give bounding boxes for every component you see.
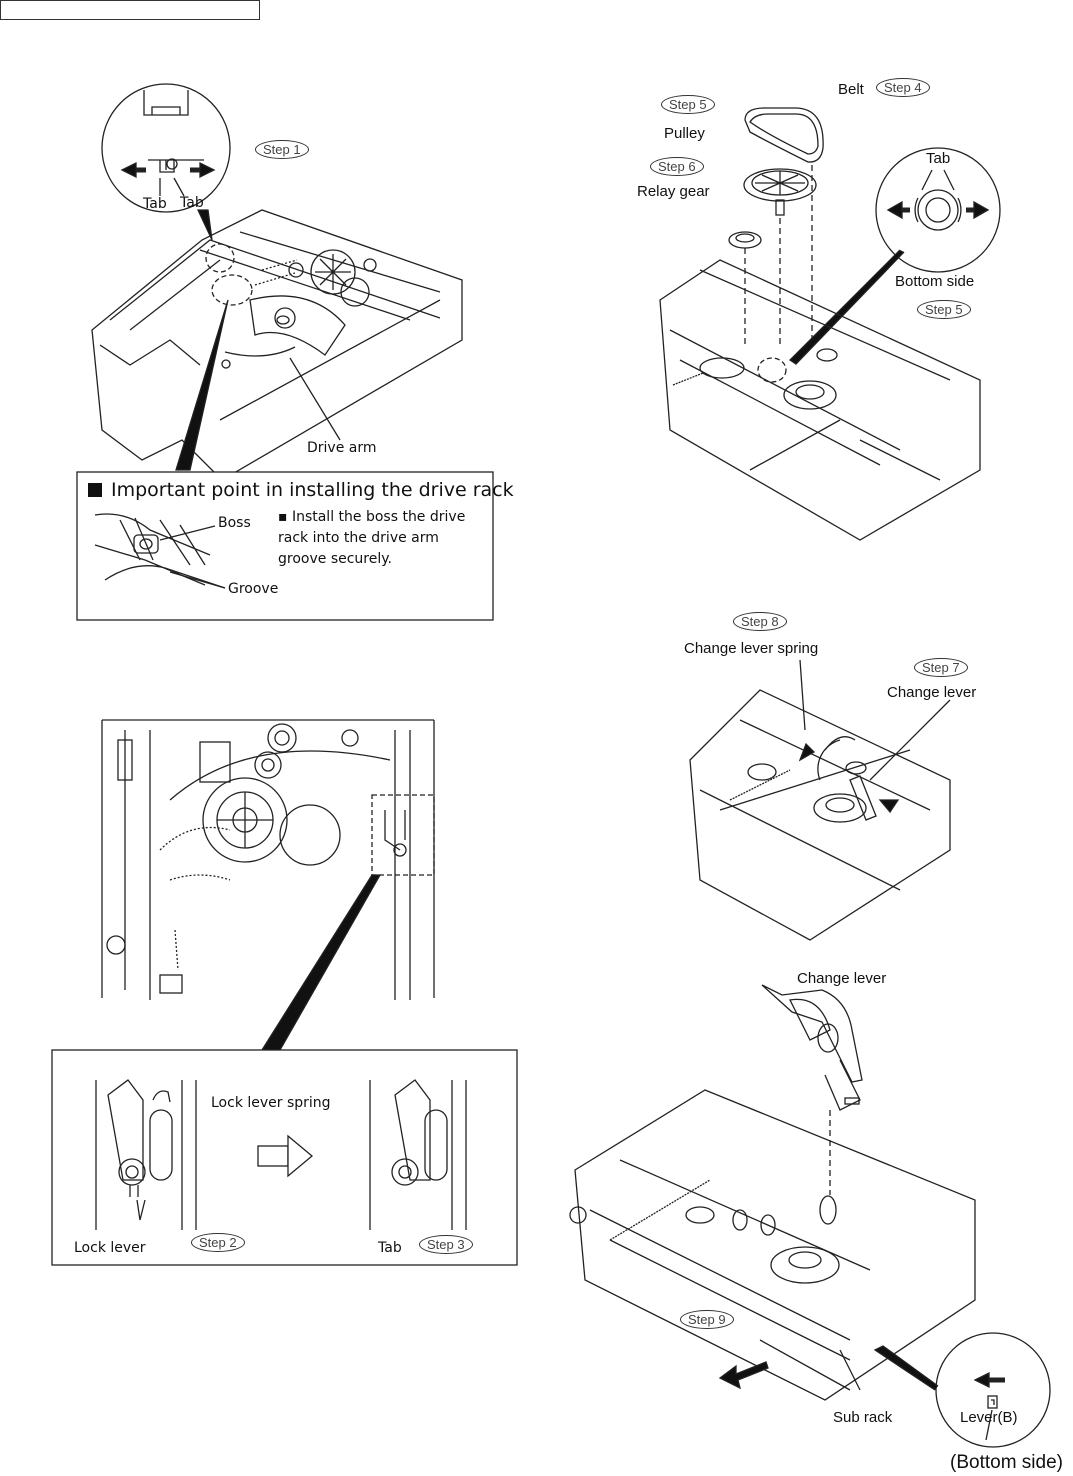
- label-lock-lever-spring: Lock lever spring: [211, 1095, 331, 1111]
- label-drive-arm: Drive arm: [307, 440, 377, 456]
- label-bottom-side-pulley: Bottom side: [895, 273, 975, 290]
- label-tab-lock: Tab: [378, 1240, 402, 1256]
- label-lock-lever: Lock lever: [74, 1240, 146, 1256]
- label-change-lever-2: Change lever: [797, 970, 887, 987]
- step-7-badge: Step 7: [914, 658, 968, 677]
- important-note-text: ▪ Install the boss the drive rack into t…: [278, 509, 466, 567]
- label-tab-right: Tab: [180, 195, 204, 211]
- label-belt: Belt: [838, 81, 864, 98]
- step-1-badge: Step 1: [255, 140, 309, 159]
- label-change-lever-spring: Change lever spring: [684, 640, 819, 657]
- boss-groove-detail: [94, 513, 226, 589]
- step-9-badge: Step 9: [680, 1310, 734, 1329]
- step-4-badge: Step 4: [876, 78, 930, 97]
- important-note-title: Important point in installing the drive …: [88, 479, 514, 501]
- label-groove: Groove: [228, 581, 279, 597]
- label-lever-b: Lever(B): [960, 1409, 1018, 1426]
- figure-belt-pulley: [659, 107, 1001, 541]
- header-box: [0, 0, 260, 20]
- step-5-badge-pulley: Step 5: [661, 95, 715, 114]
- label-tab-left: Tab: [143, 196, 167, 212]
- figure-sub-rack: [569, 984, 1051, 1448]
- step-8-badge: Step 8: [733, 612, 787, 631]
- label-boss: Boss: [218, 515, 251, 531]
- label-tab-pulley: Tab: [926, 150, 951, 167]
- label-pulley: Pulley: [664, 125, 705, 142]
- figure-top-view: [101, 719, 435, 1051]
- step-6-badge: Step 6: [650, 157, 704, 176]
- figure-step1-mechanism: [91, 83, 463, 481]
- step-3-badge: Step 3: [419, 1235, 473, 1254]
- label-bottom-side-footer: (Bottom side): [950, 1452, 1063, 1473]
- lock-lever-detail: [95, 1079, 467, 1230]
- label-relay-gear: Relay gear: [637, 183, 710, 200]
- label-sub-rack: Sub rack: [833, 1409, 893, 1426]
- step-2-badge: Step 2: [191, 1233, 245, 1252]
- step-5-badge-bottom: Step 5: [917, 300, 971, 319]
- figure-change-lever: [689, 659, 951, 941]
- label-change-lever-1: Change lever: [887, 684, 977, 701]
